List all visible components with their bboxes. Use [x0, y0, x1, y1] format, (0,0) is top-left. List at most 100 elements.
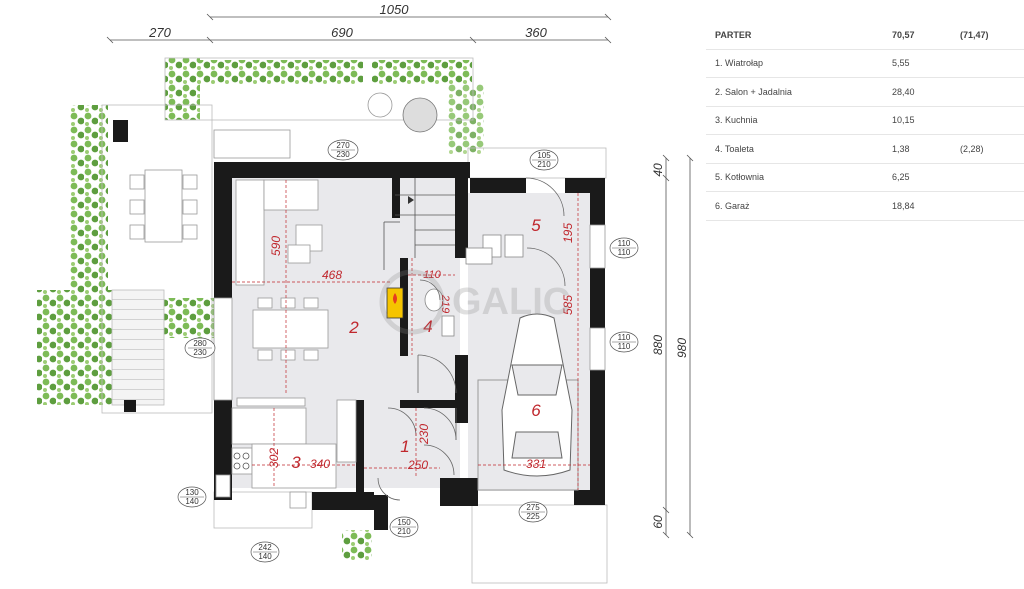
- room-label-1: 1: [400, 437, 409, 456]
- svg-text:275: 275: [526, 503, 540, 512]
- room-area: 6,25: [892, 172, 910, 183]
- dim-total-height: 980: [675, 338, 689, 358]
- room-label-5: 5: [531, 216, 541, 235]
- terrace-outline: [101, 57, 608, 584]
- windows: [213, 224, 606, 401]
- room-id: 5: [715, 172, 721, 183]
- room-name: Wiatrołap: [725, 58, 764, 69]
- room-name: Garaż: [725, 200, 750, 211]
- opening-bubble: 110 110: [609, 331, 639, 353]
- opening-bubble: 242 140: [250, 541, 280, 563]
- staircase: [383, 178, 455, 270]
- room-area: 28,40: [892, 86, 915, 97]
- opening-bubble: 150 210: [389, 516, 419, 538]
- dim-total-width: 1050: [380, 2, 410, 17]
- svg-text:270: 270: [336, 141, 350, 150]
- right-dimension-lines: [662, 154, 694, 539]
- room-label-6: 6: [531, 401, 541, 420]
- dim-585: 585: [561, 295, 575, 315]
- floor-total-area-alt: (71,47): [960, 29, 989, 40]
- room-label-3: 3: [291, 453, 301, 472]
- room-name: Kotłownia: [725, 172, 765, 183]
- room-area-table: PARTER 70,57 (71,47) 1. Wiatrołap 5,55 2…: [706, 21, 1024, 221]
- dim-590: 590: [269, 236, 283, 256]
- dim-195: 195: [561, 223, 575, 243]
- wc-fixtures: [424, 234, 524, 337]
- top-dimension-lines: [106, 13, 612, 44]
- svg-text:140: 140: [185, 497, 199, 506]
- floor-title: PARTER: [715, 29, 752, 40]
- dim-right-top: 40: [651, 163, 665, 177]
- svg-text:225: 225: [526, 512, 540, 521]
- room-id: 4: [715, 143, 721, 154]
- svg-text:110: 110: [618, 333, 631, 342]
- room-name: Salon + Jadalnia: [725, 86, 792, 97]
- table-row: 6. Garaż 18,84: [706, 192, 1024, 221]
- table-round: [402, 97, 438, 133]
- dim-segment-1: 270: [148, 25, 171, 40]
- room-dimension-lines: [232, 180, 590, 490]
- dim-340: 340: [310, 457, 330, 471]
- table-row: 4. Toaleta 1,38 (2,28): [706, 135, 1024, 164]
- room-name: Kuchnia: [725, 115, 758, 126]
- opening-bubble: 270 230: [327, 139, 359, 161]
- dim-segment-2: 690: [331, 25, 353, 40]
- svg-text:110: 110: [618, 342, 631, 351]
- walls: [113, 120, 605, 530]
- outdoor-furniture: [129, 129, 291, 243]
- room-area: 10,15: [892, 115, 915, 126]
- svg-text:210: 210: [537, 160, 551, 169]
- svg-text:105: 105: [537, 151, 551, 160]
- cooktop: [233, 452, 250, 470]
- fire-icon: [393, 293, 397, 304]
- room-id: 1: [715, 58, 721, 69]
- opening-bubble: 280 230: [184, 337, 216, 359]
- dim-250: 250: [407, 458, 428, 472]
- dim-302: 302: [267, 448, 281, 468]
- dim-468: 468: [322, 268, 342, 282]
- svg-text:242: 242: [258, 543, 272, 552]
- room-label-2: 2: [348, 318, 359, 337]
- svg-text:230: 230: [193, 348, 207, 357]
- dim-230: 230: [417, 424, 431, 445]
- room-id: 3: [715, 115, 721, 126]
- stair-arrow-icon: [408, 196, 414, 204]
- living-furniture: [215, 179, 357, 509]
- dim-110: 110: [423, 269, 441, 281]
- svg-text:210: 210: [397, 527, 411, 536]
- svg-text:280: 280: [193, 339, 207, 348]
- dim-219: 219: [439, 294, 451, 313]
- floor-total-area: 70,57: [892, 29, 915, 40]
- svg-text:230: 230: [336, 150, 350, 159]
- dim-right-bottom: 60: [651, 515, 665, 529]
- room-id: 2: [715, 86, 721, 97]
- door-swings: [377, 177, 566, 501]
- table-row: 1. Wiatrołap 5,55: [706, 50, 1024, 78]
- svg-text:110: 110: [618, 239, 631, 248]
- table-row: 3. Kuchnia 10,15: [706, 107, 1024, 135]
- car-icon: [477, 313, 579, 491]
- room-area: 18,84: [892, 200, 915, 211]
- dim-right-middle: 880: [651, 335, 665, 355]
- room-area: 1,38: [892, 143, 910, 154]
- room-name: Toaleta: [724, 143, 754, 154]
- room-id: 6: [715, 200, 721, 211]
- svg-text:130: 130: [185, 488, 199, 497]
- floor-plan: 1050 270 690 360 40 880 60 980: [37, 2, 694, 584]
- svg-text:110: 110: [618, 248, 631, 257]
- table-header-row: PARTER 70,57 (71,47): [706, 21, 1024, 50]
- svg-text:150: 150: [397, 518, 411, 527]
- opening-bubble: 105 210: [529, 149, 559, 171]
- dim-331: 331: [526, 457, 546, 471]
- opening-bubble: 275 225: [518, 501, 548, 523]
- opening-bubble: 110 110: [609, 237, 639, 259]
- table-row: 5. Kotłownia 6,25: [706, 164, 1024, 192]
- opening-bubble: 130 140: [177, 486, 207, 508]
- table-row: 2. Salon + Jadalnia 28,40: [706, 78, 1024, 107]
- room-area-alt: (2,28): [960, 143, 984, 154]
- room-area: 5,55: [892, 58, 910, 69]
- grill-circle: [367, 92, 393, 118]
- svg-text:140: 140: [258, 552, 272, 561]
- dim-segment-3: 360: [525, 25, 547, 40]
- room-label-4: 4: [423, 317, 432, 336]
